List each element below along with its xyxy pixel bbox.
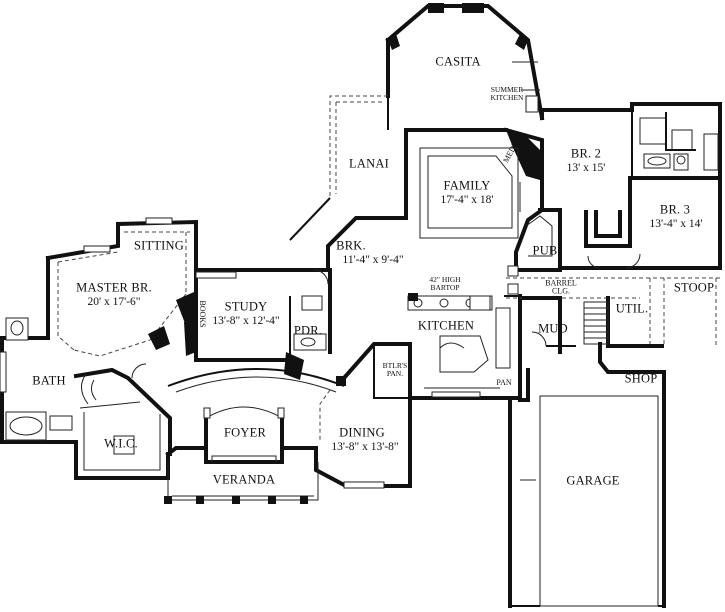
walk-in-closet-label: W.I.C. [104, 436, 138, 451]
kitchen-label: KITCHEN [417, 318, 475, 333]
foyer-label: FOYER [224, 425, 266, 440]
pantry-label: PAN [496, 377, 512, 387]
butler-pantry-label: BTLR'S PAN. [382, 361, 408, 378]
bartop-label: 42" HIGH BARTOP [429, 275, 461, 292]
bedroom-2-label: BR. 2 [570, 146, 602, 161]
bedroom-2-dimensions: 13' x 15' [566, 161, 606, 174]
master-wing-walls [0, 217, 292, 480]
door-swings [131, 253, 641, 379]
lanai-outline [289, 95, 389, 241]
bedroom-3-dimensions: 13'-4" x 14' [649, 217, 703, 230]
utility-label: UTIL. [615, 301, 649, 316]
books-label: BOOKS [198, 300, 208, 328]
breakfast-dimensions: 11'-4" x 9'-4" [342, 253, 404, 266]
study-label: STUDY [224, 299, 268, 314]
mud-room-label: MUD [538, 321, 568, 336]
sitting-label: SITTING [133, 238, 185, 253]
barrel-ceiling-label: BARREL CLG. [545, 278, 577, 296]
foyer-walls [165, 368, 345, 464]
bedroom-wing-walls [540, 102, 722, 270]
dining-dimensions: 13'-8" x 13'-8" [331, 440, 399, 453]
casita-label: CASITA [435, 54, 481, 69]
master-bedroom-dimensions: 20' x 17'-6" [87, 295, 141, 308]
dining-label: DINING [339, 425, 385, 440]
garage-label: GARAGE [566, 473, 620, 488]
lanai-label: LANAI [349, 156, 389, 171]
breakfast-label: BRK. [336, 238, 366, 253]
dining-walls [314, 342, 412, 489]
master-bedroom-label: MASTER BR. [76, 280, 152, 295]
garage-walls [508, 370, 666, 608]
study-dimensions: 13'-8" x 12'-4" [212, 314, 280, 327]
pub-label: PUB [532, 243, 558, 258]
bath-label: BATH [32, 373, 66, 388]
veranda-label: VERANDA [212, 472, 276, 487]
veranda-outline [164, 462, 319, 504]
utility-area [518, 278, 717, 402]
family-kitchen-walls [326, 127, 544, 400]
bedroom-3-label: BR. 3 [659, 202, 691, 217]
summer-kitchen-label: SUMMER KITCHEN [490, 85, 524, 102]
family-label: FAMILY [443, 178, 491, 193]
shop-label: SHOP [624, 371, 658, 386]
casita-walls [385, 3, 545, 121]
powder-room-label: PDR. [293, 323, 323, 338]
family-dimensions: 17'-4" x 18' [440, 193, 494, 206]
stoop-label: STOOP [673, 280, 715, 295]
